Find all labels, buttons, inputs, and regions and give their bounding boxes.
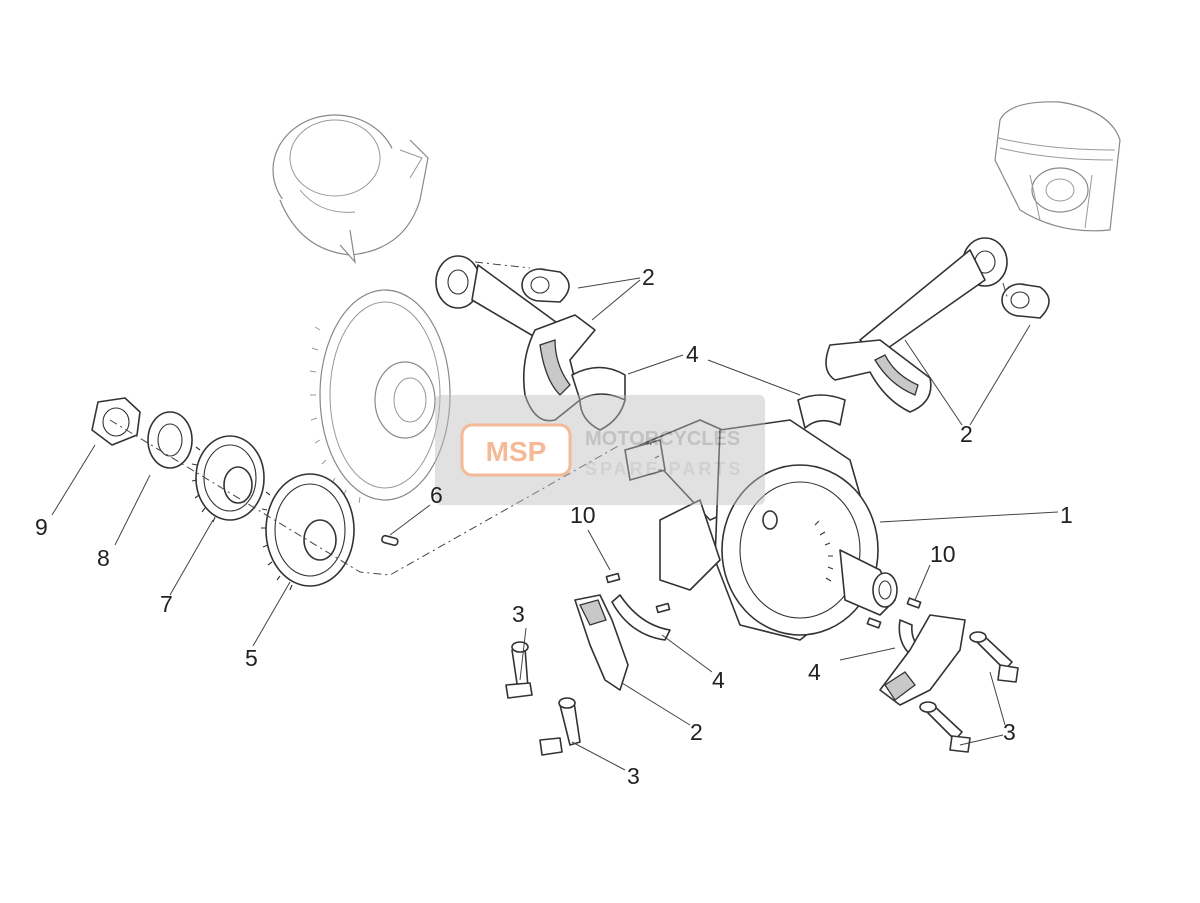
callouts: 1 2 2 2 3 3 3 4 4 4 5 6 7 8 9 10 10: [35, 264, 1073, 789]
balance-gear: [309, 289, 451, 504]
connecting-rod-left: [435, 255, 596, 422]
piston-right: [994, 101, 1121, 232]
bearing-shell-upper-left: [571, 366, 626, 431]
callout-4-lower-right: 4: [808, 659, 821, 685]
bearing-cap-left: [574, 594, 629, 691]
callout-10-right: 10: [930, 541, 956, 567]
callout-2-lower: 2: [690, 719, 703, 745]
watermark-logo: MSP: [486, 436, 547, 467]
piston-left: [272, 114, 429, 264]
callout-4-lower-mid: 4: [712, 667, 725, 693]
bolt-right-lower: [919, 701, 971, 753]
watermark: MSP MOTORCYCLES SPARE PARTS: [435, 395, 765, 505]
callout-3-right: 3: [1003, 719, 1016, 745]
bearing-shell-lower-left: [611, 594, 671, 641]
bearing-cap-right: [879, 614, 966, 706]
bushing-left: [521, 268, 570, 303]
callout-1: 1: [1060, 502, 1073, 528]
assembly-axis-lines: [109, 261, 1009, 576]
washer: [147, 411, 193, 469]
callout-7: 7: [160, 591, 173, 617]
small-gear: [191, 435, 265, 523]
watermark-logo-badge: [460, 423, 572, 477]
bolt-lower-left: [539, 697, 581, 756]
callout-2-upper-left: 2: [642, 264, 655, 290]
dowel-pins-right: [866, 597, 922, 629]
callout-2-right: 2: [960, 421, 973, 447]
callout-4-upper: 4: [686, 341, 699, 367]
watermark-line1: MOTORCYCLES: [585, 428, 740, 450]
nut: [91, 397, 141, 446]
callout-3-upper-left: 3: [512, 601, 525, 627]
key: [381, 534, 399, 547]
watermark-line2: SPARE PARTS: [585, 459, 743, 479]
crankshaft: [624, 419, 898, 641]
large-gear: [261, 473, 355, 591]
callout-10-left: 10: [570, 502, 596, 528]
callout-5: 5: [245, 645, 258, 671]
callout-3-lower-left: 3: [627, 763, 640, 789]
bolt-right-upper: [969, 631, 1019, 683]
bolt-upper-left: [505, 641, 533, 699]
callout-9: 9: [35, 514, 48, 540]
callout-6: 6: [430, 482, 443, 508]
bushing-right: [1001, 283, 1050, 319]
leader-lines: [51, 277, 1059, 771]
dowel-pins-left: [605, 572, 671, 614]
bearing-shell-upper-right: [797, 394, 846, 429]
connecting-rod-right: [825, 237, 1008, 413]
callout-8: 8: [97, 545, 110, 571]
